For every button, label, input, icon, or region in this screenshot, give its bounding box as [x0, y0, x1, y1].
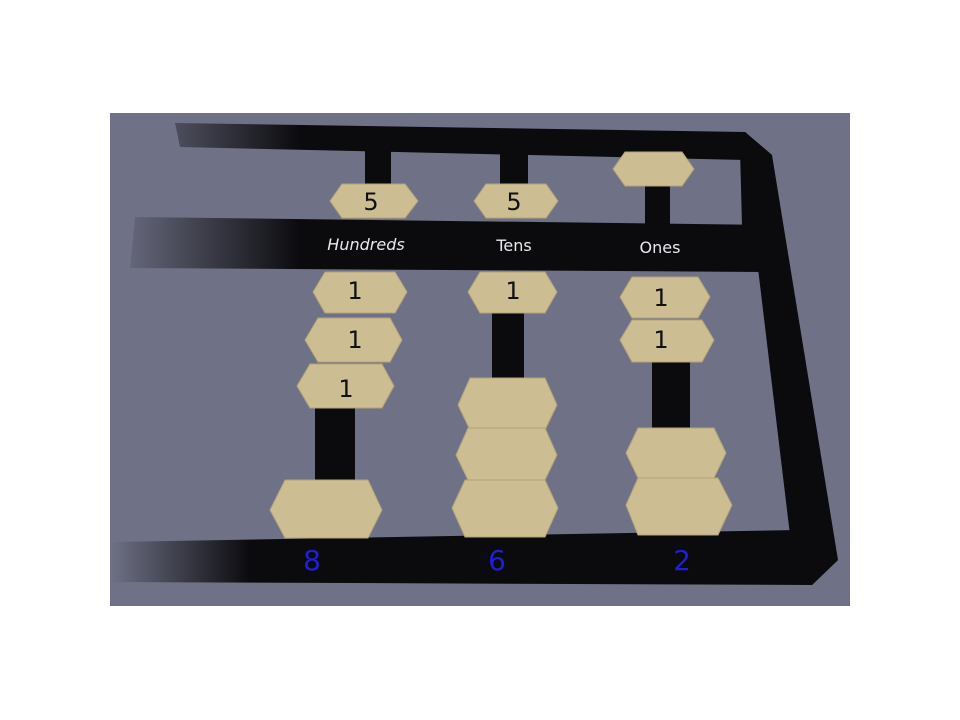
hundreds-bead-4[interactable] — [269, 479, 383, 539]
ones-bead-3[interactable] — [625, 427, 727, 479]
hundreds-upper-bead[interactable] — [329, 183, 419, 219]
tens-upper-label: 5 — [506, 188, 521, 216]
hundreds-bead-2[interactable] — [304, 317, 403, 363]
ones-bead-2[interactable] — [619, 319, 715, 363]
tens-bead-1[interactable] — [467, 271, 558, 314]
column-label-ones: Ones — [640, 238, 681, 257]
total-hundreds: 8 — [303, 544, 321, 577]
total-tens: 6 — [488, 544, 506, 577]
hundreds-lower-label-1: 1 — [347, 277, 362, 305]
hundreds-lower-label-3: 1 — [338, 375, 353, 403]
column-totals: 8 6 2 — [303, 544, 691, 577]
ones-lower-label-1: 1 — [653, 284, 668, 312]
total-ones: 2 — [673, 544, 691, 577]
bead-group — [269, 151, 733, 539]
hundreds-bead-3[interactable] — [296, 363, 395, 409]
ones-upper-bead[interactable] — [612, 151, 695, 187]
column-labels: Hundreds Tens Ones — [327, 235, 680, 257]
ones-bead-1[interactable] — [619, 276, 711, 319]
hundreds-bead-1[interactable] — [312, 271, 408, 314]
abacus-frame — [110, 123, 838, 585]
column-label-hundreds: Hundreds — [327, 235, 404, 254]
ones-bead-4[interactable] — [625, 477, 733, 536]
tens-bead-2[interactable] — [457, 377, 558, 431]
column-label-tens: Tens — [495, 236, 531, 255]
ones-lower-label-2: 1 — [653, 326, 668, 354]
tens-lower-label-1: 1 — [505, 277, 520, 305]
tens-upper-bead[interactable] — [473, 183, 559, 219]
hundreds-upper-label: 5 — [363, 188, 378, 216]
hundreds-lower-label-2: 1 — [347, 326, 362, 354]
tens-bead-4[interactable] — [451, 479, 559, 538]
tens-bead-3[interactable] — [455, 427, 558, 481]
bead-labels: 5 5 1 1 1 1 1 1 — [338, 188, 668, 403]
